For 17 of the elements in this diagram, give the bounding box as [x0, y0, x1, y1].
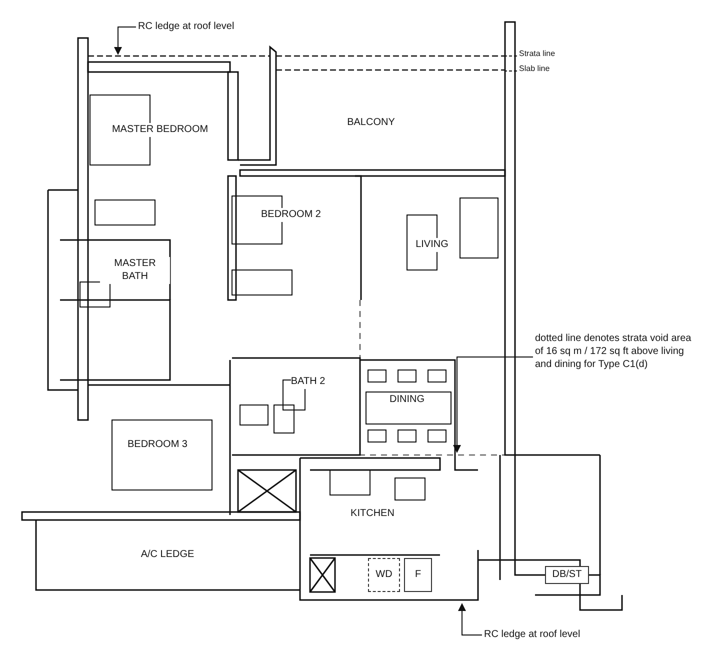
note-text: Slab line	[519, 64, 599, 74]
room-label: MASTER BATH	[100, 256, 170, 284]
room-label: BATH 2	[290, 375, 326, 389]
note-text: RC ledge at roof level	[138, 20, 338, 33]
leader-line	[114, 26, 136, 55]
room-label: MASTER BEDROOM	[112, 123, 208, 137]
leader-line	[453, 356, 534, 453]
appliance-box	[545, 566, 589, 584]
room-label: BEDROOM 2	[260, 208, 321, 222]
appliance-box	[404, 558, 432, 592]
note-text: RC ledge at roof level	[484, 628, 684, 641]
leader-line	[458, 603, 482, 636]
leader-line	[504, 70, 518, 72]
note-text: Strata line	[519, 49, 599, 60]
appliance-box	[368, 558, 400, 592]
room-label: LIVING	[416, 238, 448, 252]
note-text: dotted line denotes strata void area of 16 sq m / 172 sq ft above living and dining for Type C1(d)	[535, 332, 700, 371]
